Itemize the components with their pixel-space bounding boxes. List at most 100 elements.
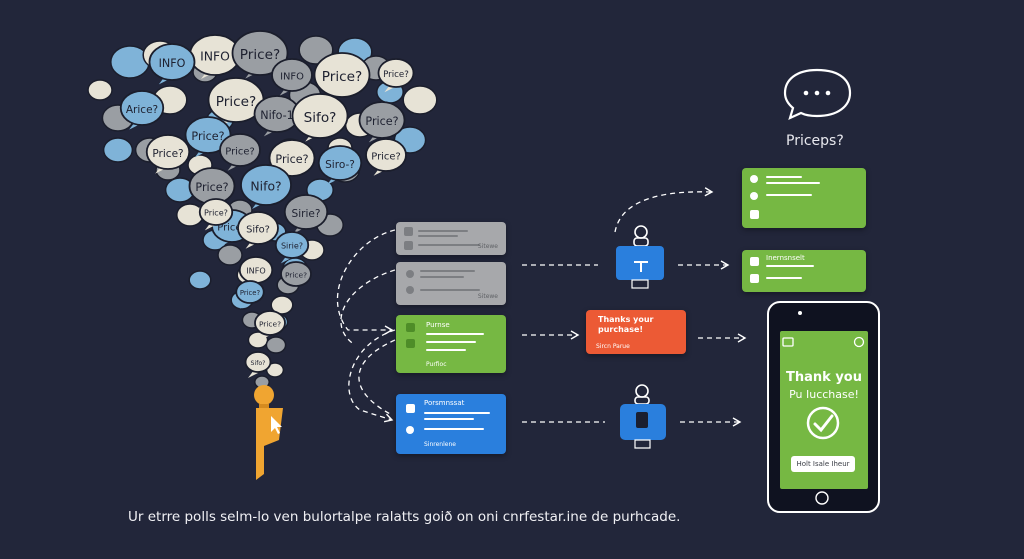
card-line — [424, 428, 484, 430]
speech-bubble — [298, 35, 334, 65]
speech-bubble — [87, 79, 113, 101]
speech-bubble — [317, 145, 363, 181]
speech-bubble-labeled: Sifo? — [291, 93, 349, 142]
card-line — [424, 418, 474, 420]
message-card-gray-1: Sitewe — [396, 222, 506, 255]
speech-bubble-label: Price? — [195, 181, 228, 194]
speech-bubble-label: Price? — [225, 146, 254, 157]
chat-bubble-icon — [783, 68, 852, 121]
card-line — [766, 265, 814, 267]
speech-bubble-label: Sifo? — [304, 110, 337, 126]
card-tag: Sinrenlene — [424, 441, 456, 448]
speech-bubble-labeled: Sifo? — [237, 211, 279, 249]
card-title: Porsmnssat — [424, 399, 465, 407]
card-line — [766, 194, 812, 196]
speech-bubble-label: Siro-? — [325, 159, 355, 171]
speech-bubble-label: Price? — [285, 270, 307, 279]
speech-bubble-label: Price? — [383, 70, 409, 80]
card-line — [426, 349, 466, 351]
speech-bubble-label: Price? — [259, 319, 281, 328]
speech-bubble-label: Price? — [191, 130, 224, 143]
card-line — [420, 289, 480, 291]
card-avatar-icon — [404, 227, 413, 236]
speech-bubble-labeled: Price? — [313, 52, 371, 101]
check-circle-icon — [806, 406, 840, 440]
message-card-gray-2: Sitewe — [396, 262, 506, 305]
card-avatar-icon — [406, 270, 414, 278]
question-label: Priceps? — [786, 133, 844, 149]
card-tag: Purfioc — [426, 361, 447, 368]
speech-bubble — [188, 270, 212, 290]
speech-bubble — [271, 58, 313, 92]
connector-lines — [336, 187, 747, 427]
phone-action-button[interactable]: Holt Isale Iheur — [791, 456, 855, 472]
card-line — [426, 333, 484, 335]
speech-bubble-label: Price? — [322, 69, 362, 85]
card-line — [418, 244, 480, 246]
speech-bubble-label: Price? — [365, 115, 398, 128]
card-avatar-icon — [750, 192, 758, 200]
speech-bubble-label: INFO — [246, 267, 265, 276]
speech-bubble-label: Price? — [371, 151, 400, 162]
speech-bubble-label: Nifo? — [250, 179, 281, 194]
speech-bubble-label: INFO — [200, 49, 230, 64]
speech-bubble-labeled: Price? — [231, 30, 289, 79]
speech-bubble — [240, 164, 292, 206]
speech-bubble — [244, 351, 272, 373]
speech-bubble-label: Price? — [217, 222, 246, 233]
card-tag: Sitewe — [477, 293, 498, 300]
message-card-green-small: Inernsnselt — [742, 250, 866, 292]
speech-bubble-labeled: Price? — [280, 261, 312, 292]
speech-bubble — [365, 138, 407, 172]
speech-bubble — [358, 101, 406, 139]
phone-thanks-line2: Pu Iucchase! — [789, 388, 859, 401]
card-title: Thanks your purchase! — [598, 315, 654, 334]
cursor-icon — [256, 408, 283, 480]
speech-bubble-label: Price? — [240, 47, 280, 63]
speech-bubble-labeled: Price? — [198, 198, 234, 231]
speech-bubble-labeled: Price? — [365, 138, 407, 176]
card-avatar-icon — [406, 404, 415, 413]
speech-bubble — [231, 30, 289, 76]
headset-agent-icon — [620, 384, 666, 449]
card-line — [420, 276, 464, 278]
speech-bubble-label: INFO — [159, 57, 186, 70]
speech-bubble-labeled: Sirie? — [274, 231, 310, 264]
card-line — [426, 341, 476, 343]
phone-thanks-line1: Thank you — [786, 370, 862, 385]
speech-bubble — [283, 194, 329, 230]
card-avatar-icon — [406, 339, 415, 348]
speech-bubble — [217, 244, 243, 266]
speech-bubble — [102, 137, 134, 163]
card-title: Inernsnselt — [766, 254, 805, 262]
speech-bubble-labeled: Price? — [235, 280, 265, 309]
speech-bubble — [145, 134, 191, 170]
speech-bubble-label: Sirie? — [292, 208, 321, 220]
speech-bubble-labeled: Siro-? — [317, 145, 363, 185]
speech-bubble-label: Price? — [275, 153, 308, 166]
speech-bubble-label: Sifo? — [251, 360, 266, 367]
speech-bubble-label: INFO — [280, 71, 304, 82]
speech-bubble-label: Nifo-1 — [260, 109, 294, 122]
speech-bubble-labeled: Price? — [219, 133, 261, 171]
card-avatar-icon — [406, 323, 415, 332]
speech-bubble — [219, 133, 261, 167]
speech-bubble — [148, 43, 196, 81]
speech-bubble-labeled: Sifo? — [244, 351, 272, 378]
speech-bubble-label: Price? — [204, 209, 228, 218]
speech-bubble-label: Sirie? — [281, 242, 303, 251]
speech-bubble-labeled: Nifo-1 — [253, 95, 301, 137]
card-line — [766, 182, 820, 184]
speech-bubble-labeled: Sirie? — [283, 194, 329, 234]
speech-bubble-label: Price? — [240, 289, 261, 297]
caption: Ur etrre polls selm-lo ven bulortalpe ra… — [128, 509, 681, 525]
speech-bubble-label: Price? — [216, 94, 256, 110]
card-title: Purnse — [426, 321, 450, 329]
speech-bubble — [402, 85, 438, 115]
speech-bubble-labeled: Price? — [254, 310, 286, 341]
speech-bubble — [313, 52, 371, 98]
speech-bubble — [280, 261, 312, 287]
